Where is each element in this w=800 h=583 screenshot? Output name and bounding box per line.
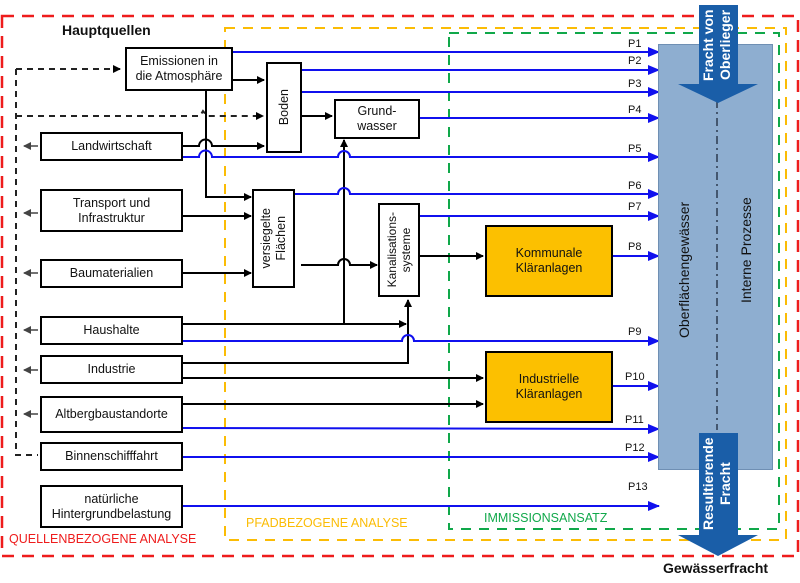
- pathway-label: P6: [628, 180, 642, 192]
- source-industry[interactable]: Industrie: [40, 355, 183, 384]
- zone-path: [224, 27, 787, 541]
- pathway-label: P12: [625, 442, 645, 454]
- node-sealed-surfaces-label: versiegelte Flächen: [258, 208, 288, 269]
- title: Hauptquellen: [62, 22, 151, 38]
- pathway-label: P2: [628, 55, 642, 67]
- source-agriculture[interactable]: Landwirtschaft: [40, 132, 183, 161]
- zone-immission: [448, 32, 780, 530]
- pathway-label: P5: [628, 143, 642, 155]
- pathway-label: P13: [628, 481, 648, 493]
- internal-processes-label: Interne Prozesse: [738, 197, 754, 303]
- source-households[interactable]: Haushalte: [40, 316, 183, 345]
- source-transport[interactable]: Transport und Infrastruktur: [40, 189, 183, 232]
- pathway-label: P11: [625, 414, 644, 426]
- pathway-label: P9: [628, 326, 642, 338]
- source-old-mining[interactable]: Altbergbaustandorte: [40, 396, 183, 433]
- node-sewer-systems-label: Kanalisations- systeme: [385, 212, 413, 288]
- pathway-label: P10: [625, 371, 645, 383]
- node-sewer-systems[interactable]: Kanalisations- systeme: [378, 203, 420, 297]
- pathway-label: P3: [628, 78, 642, 90]
- node-municipal-wwtp[interactable]: Kommunale Kläranlagen: [485, 225, 613, 297]
- surface-water-body[interactable]: [658, 44, 773, 470]
- pathway-label: P8: [628, 241, 642, 253]
- outflow-label: Resultierende Fracht: [700, 437, 733, 531]
- zone-path-label: PFADBEZOGENE ANALYSE: [246, 516, 408, 530]
- zone-source: [0, 14, 800, 558]
- node-sealed-surfaces[interactable]: versiegelte Flächen: [252, 189, 295, 288]
- source-building-materials[interactable]: Baumaterialien: [40, 259, 183, 288]
- node-soil[interactable]: Boden: [266, 62, 302, 153]
- zone-source-label: QUELLENBEZOGENE ANALYSE: [9, 532, 197, 546]
- pathway-label: P1: [628, 38, 642, 50]
- output-label: Gewässerfracht: [663, 560, 769, 576]
- node-groundwater[interactable]: Grund- wasser: [334, 99, 420, 139]
- pathway-label: P4: [628, 104, 642, 116]
- surface-water-label: Oberflächengewässer: [676, 201, 692, 339]
- source-natural-background[interactable]: natürliche Hintergrundbelastung: [40, 485, 183, 528]
- zone-immission-label: IMMISSIONSANSATZ: [484, 511, 608, 525]
- node-industrial-wwtp[interactable]: Industrielle Kläranlagen: [485, 351, 613, 423]
- source-inland-shipping[interactable]: Binnenschifffahrt: [40, 442, 183, 471]
- pathway-label: P7: [628, 201, 642, 213]
- source-atmosphere[interactable]: Emissionen in die Atmosphäre: [125, 47, 233, 91]
- node-soil-label: Boden: [276, 89, 291, 126]
- inflow-label: Fracht von Oberlieger: [700, 9, 733, 81]
